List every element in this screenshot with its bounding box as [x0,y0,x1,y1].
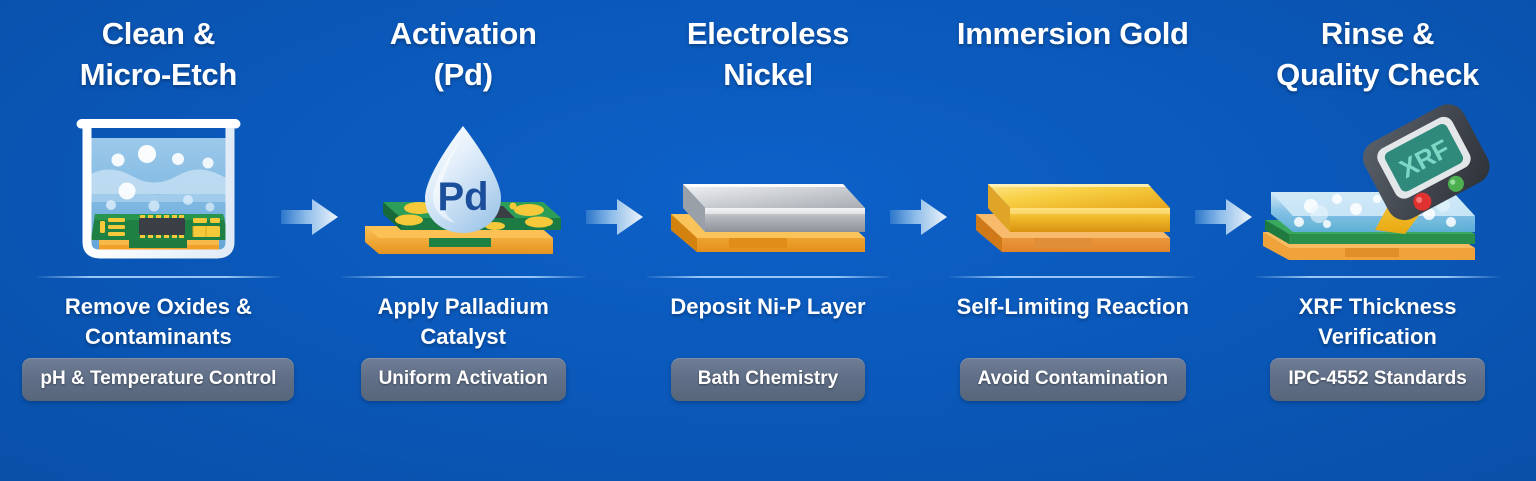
step-caption-line1: Remove Oxides & [64,294,252,319]
process-step-1: Clean & Micro-Etch [6,0,338,481]
process-step-4: Immersion Gold [920,0,1253,481]
step-title-line2: Nickel [723,56,813,92]
step-title-line1: Clean & [101,16,216,51]
step-title-line2: Micro-Etch [79,56,237,92]
step-title: Clean & Micro-Etch [80,14,237,100]
step-badge: pH & Temperature Control [22,358,295,401]
step-caption: XRF Thickness Verification [1299,292,1457,354]
step-title: Rinse & Quality Check [1276,14,1479,100]
arrow-right-icon [1195,199,1253,235]
step-divider [35,276,281,278]
process-step-5: Rinse & Quality Check [1225,0,1530,481]
nickel-slab-illustration [670,184,865,252]
step-badge: Avoid Contamination [959,358,1186,401]
step-title-line1: Electroless [686,16,850,51]
step-caption-line1: XRF Thickness [1298,294,1457,319]
step-caption-line2: Catalyst [420,323,506,349]
xrf-gauge-over-rinse-tank-icon: XRF [1235,102,1520,270]
step-divider [950,276,1196,278]
process-step-3: Electroless Nickel [616,0,948,481]
arrow-right-icon [585,199,643,235]
step-caption: Remove Oxides & Contaminants [65,292,252,354]
step-title-line2: (Pd) [433,56,493,92]
step-title-line1: Rinse & [1320,16,1435,51]
step-title-line2: Quality Check [1276,56,1479,92]
step-title-line1: Immersion Gold [956,16,1189,51]
gold-slab-illustration [975,184,1170,252]
step-title: Immersion Gold [957,14,1189,100]
droplet-label: Pd [438,175,489,219]
step-caption-line1: Apply Palladium [377,294,549,319]
process-step-2: Activation (Pd) [311,0,643,481]
step-badge: Uniform Activation [360,358,566,401]
step-badge: IPC-4552 Standards [1270,358,1485,401]
nickel-layer-slab-icon [626,102,911,270]
step-divider [645,276,891,278]
xrf-gauge-illustration: XRF [1262,104,1490,260]
step-divider [1255,276,1501,278]
step-title: Electroless Nickel [687,14,849,100]
step-caption-line2: Contaminants [85,323,232,349]
step-caption-line1: Deposit Ni-P Layer [670,294,866,319]
beaker-with-pcb-icon [16,102,301,270]
step-caption: Apply Palladium Catalyst [378,292,549,354]
step-title-line1: Activation [389,16,537,51]
step-title: Activation (Pd) [390,14,537,100]
gold-layer-slab-icon [930,102,1215,270]
step-caption-line2: Verification [1318,323,1437,349]
step-badge: Bath Chemistry [671,358,865,401]
step-caption-line1: Self-Limiting Reaction [956,294,1189,319]
arrow-right-icon [280,199,338,235]
step-caption: Deposit Ni-P Layer [670,292,865,354]
step-divider [340,276,586,278]
step-caption: Self-Limiting Reaction [957,292,1189,354]
droplet-pcb-illustration: Pd [365,126,562,254]
beaker-illustration [76,119,241,259]
palladium-droplet-on-pcb-icon: Pd [321,102,606,270]
arrow-right-icon [890,199,948,235]
